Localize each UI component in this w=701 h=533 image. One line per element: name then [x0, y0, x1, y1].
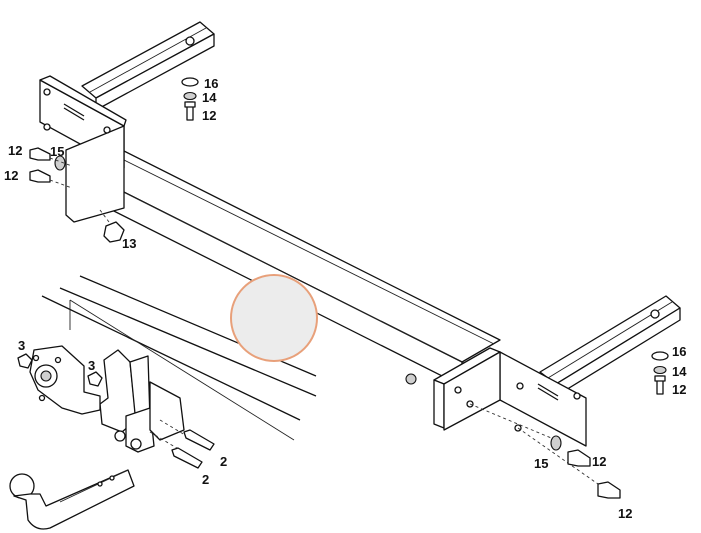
socket-plate [29, 345, 101, 415]
callout-top-12: 12 [202, 108, 216, 123]
callout-bracket-2-upper: 2 [220, 454, 227, 469]
callout-labels: 16 14 12 12 15 12 13 3 3 2 2 16 14 12 15… [4, 76, 687, 521]
right-bolt-stack [651, 351, 669, 395]
left-bolts [29, 147, 125, 243]
callout-bracket-3-left: 3 [18, 338, 25, 353]
callout-right-12: 12 [672, 382, 686, 397]
callout-bracket-3-right: 3 [88, 358, 95, 373]
callout-left-13: 13 [122, 236, 136, 251]
callout-left-12-upper: 12 [8, 143, 22, 158]
tow-bracket [99, 349, 211, 463]
callout-right-12-upper: 12 [592, 454, 606, 469]
callout-right-15: 15 [534, 456, 548, 471]
highlight-marker [230, 274, 318, 362]
top-bolt-stack [181, 77, 199, 121]
callout-left-15: 15 [50, 144, 64, 159]
callout-right-12-lower: 12 [618, 506, 632, 521]
right-bolts [469, 403, 621, 499]
callout-right-16: 16 [672, 344, 686, 359]
tow-ball-assembly [9, 469, 135, 530]
callout-left-12-lower: 12 [4, 168, 18, 183]
left-mounting-plate [39, 75, 127, 223]
callout-bracket-2-lower: 2 [202, 472, 209, 487]
bracket-bolts [17, 353, 215, 469]
right-mounting-plate [405, 347, 587, 447]
callout-top-16: 16 [204, 76, 218, 91]
callout-top-14: 14 [202, 90, 217, 105]
callout-right-14: 14 [672, 364, 687, 379]
left-chassis-rail [81, 21, 215, 111]
